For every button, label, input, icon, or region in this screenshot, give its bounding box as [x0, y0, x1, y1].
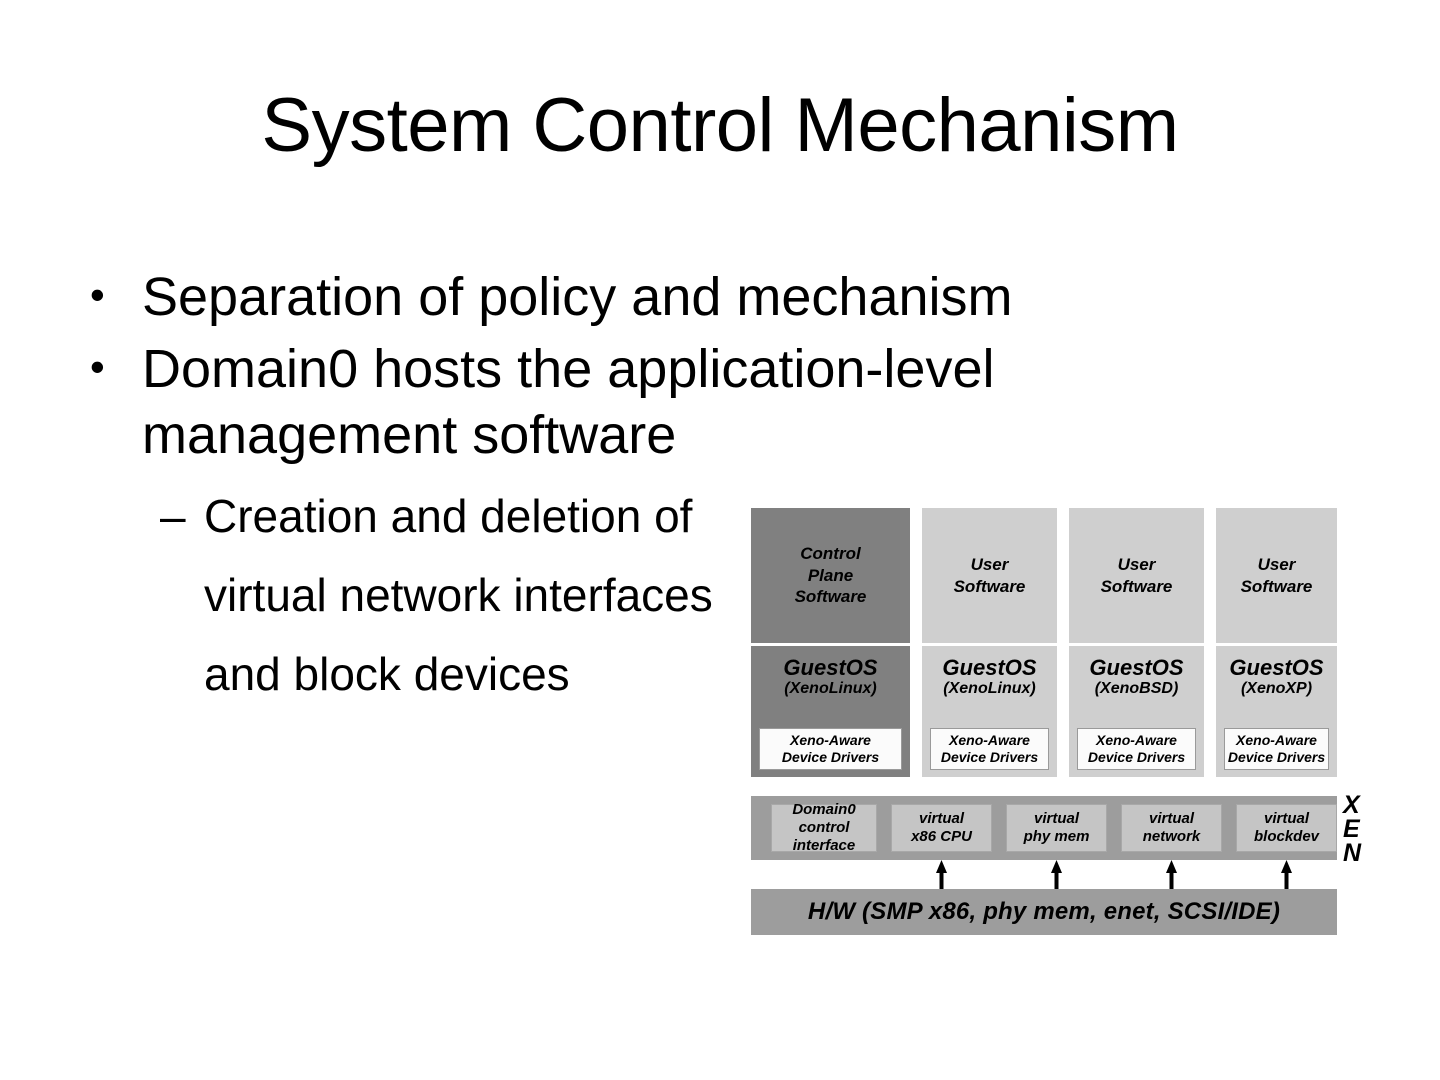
device-drivers-box: Xeno-Aware Device Drivers	[1077, 728, 1196, 770]
bullet-text: Separation of policy and mechanism	[142, 267, 1013, 327]
xen-block-line-1: Domain0	[792, 801, 856, 818]
device-drivers-line-2: Device Drivers	[1227, 749, 1326, 765]
bullet-text: Domain0 hosts the application-level mana…	[142, 338, 995, 465]
xen-block-virtual-phy-mem: virtual phy mem	[1006, 804, 1107, 852]
app-label-line-1: Control	[800, 543, 861, 563]
guestos-subtitle: (XenoLinux)	[943, 680, 1036, 698]
app-label-line-2: Plane	[807, 565, 854, 585]
page-title: System Control Mechanism	[261, 83, 1179, 168]
app-box-user-software-3: User Software	[1069, 508, 1204, 643]
xen-letter-e: E	[1343, 814, 1360, 843]
guestos-title: GuestOS	[1229, 655, 1324, 680]
xen-block-line-2: x86 CPU	[911, 828, 972, 845]
guestos-box-xenolinux-domain0: GuestOS (XenoLinux) Xeno-Aware Device Dr…	[751, 646, 910, 777]
xen-block-line-1: virtual	[1033, 810, 1079, 827]
xen-block-virtual-x86-cpu: virtual x86 CPU	[891, 804, 992, 852]
xen-block-virtual-blockdev: virtual blockdev	[1236, 804, 1337, 852]
app-box-user-software-4: User Software	[1216, 508, 1337, 643]
device-drivers-box: Xeno-Aware Device Drivers	[1224, 728, 1329, 770]
app-label-line-3: Software	[794, 587, 867, 607]
xen-block-line-1: virtual	[918, 810, 964, 827]
xen-block-line-1: virtual	[1263, 810, 1309, 827]
guestos-subtitle: (XenoLinux)	[784, 680, 877, 698]
xen-wordmark: X E N	[1343, 791, 1377, 867]
xen-hypervisor-bar: Domain0 control interface virtual x86 CP…	[751, 796, 1337, 860]
bullet-marker: •	[90, 271, 105, 318]
guestos-title: GuestOS	[942, 655, 1037, 680]
device-drivers-line-1: Xeno-Aware	[1236, 731, 1317, 748]
device-drivers-line-2: Device Drivers	[781, 749, 880, 765]
sub-bullet-text: Creation and deletion of virtual network…	[204, 489, 713, 700]
guestos-box-xenobsd: GuestOS (XenoBSD) Xeno-Aware Device Driv…	[1069, 646, 1204, 777]
app-label-line-2: Software	[953, 576, 1026, 596]
xen-block-line-3: interface	[792, 837, 856, 854]
sub-bullet-marker: –	[160, 489, 186, 542]
slide-body: • Separation of policy and mechanism • D…	[78, 265, 1188, 714]
app-label-line-1: User	[1117, 554, 1156, 574]
xen-letter-n: N	[1343, 838, 1362, 867]
device-drivers-line-1: Xeno-Aware	[949, 731, 1030, 748]
app-label-line-2: Software	[1240, 576, 1313, 596]
xen-block-line-2: control	[798, 819, 850, 836]
xen-block-virtual-network: virtual network	[1121, 804, 1222, 852]
device-drivers-box: Xeno-Aware Device Drivers	[759, 728, 902, 770]
app-label-line-1: User	[1257, 554, 1296, 574]
app-box-control-plane-software: Control Plane Software	[751, 508, 910, 643]
xen-letter-x: X	[1343, 791, 1360, 819]
guestos-subtitle: (XenoBSD)	[1094, 680, 1179, 698]
guestos-box-xenolinux: GuestOS (XenoLinux) Xeno-Aware Device Dr…	[922, 646, 1057, 777]
sub-bullet-item-1: – Creation and deletion of virtual netwo…	[78, 477, 1188, 714]
guestos-subtitle: (XenoXP)	[1240, 680, 1313, 698]
device-drivers-line-1: Xeno-Aware	[1096, 731, 1177, 748]
bullet-marker: •	[90, 342, 105, 390]
xen-block-line-2: blockdev	[1253, 828, 1320, 845]
device-drivers-line-2: Device Drivers	[940, 749, 1039, 765]
guestos-title: GuestOS	[783, 655, 878, 680]
xen-block-line-1: virtual	[1148, 810, 1194, 827]
device-drivers-box: Xeno-Aware Device Drivers	[930, 728, 1049, 770]
xen-block-domain0-control-interface: Domain0 control interface	[771, 801, 877, 854]
app-label-line-2: Software	[1100, 576, 1173, 596]
guestos-title: GuestOS	[1089, 655, 1184, 680]
hardware-bar: H/W (SMP x86, phy mem, enet, SCSI/IDE)	[751, 889, 1337, 935]
device-drivers-line-1: Xeno-Aware	[790, 731, 871, 748]
app-label-line-1: User	[970, 554, 1009, 574]
guestos-box-xenoxp: GuestOS (XenoXP) Xeno-Aware Device Drive…	[1216, 646, 1337, 777]
app-box-user-software-2: User Software	[922, 508, 1057, 643]
bullet-item-2: • Domain0 hosts the application-level ma…	[78, 337, 1188, 469]
xen-architecture-diagram: Control Plane Software GuestOS (XenoLinu…	[751, 508, 1361, 935]
xen-block-line-2: phy mem	[1023, 828, 1090, 845]
device-drivers-line-2: Device Drivers	[1087, 749, 1186, 765]
bullet-item-1: • Separation of policy and mechanism	[78, 265, 1188, 331]
xen-block-line-2: network	[1142, 828, 1201, 845]
